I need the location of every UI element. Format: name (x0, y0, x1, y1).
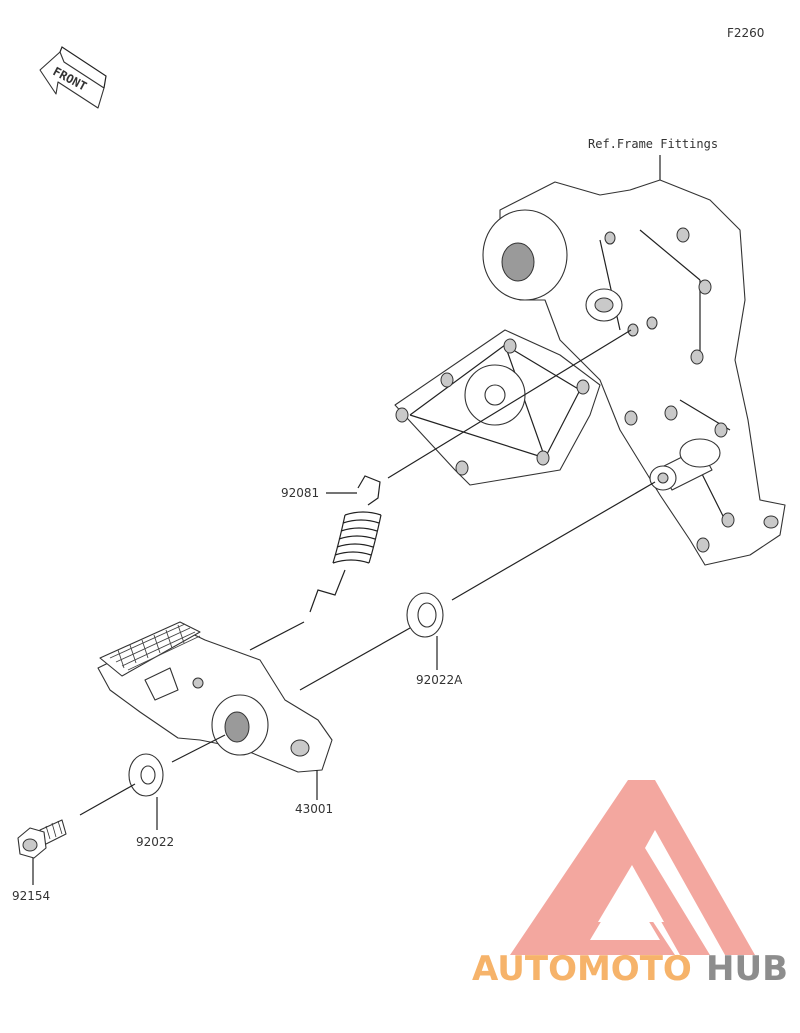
part-label-92022a: 92022A (416, 673, 463, 687)
figure-code: F2260 (727, 26, 764, 40)
automotohub-logo: AUTOMOTO HUB (472, 780, 788, 989)
logo-text-hub: HUB (706, 949, 788, 989)
return-spring (309, 475, 382, 613)
ref-frame-label: Ref.Frame Fittings (588, 137, 718, 151)
bolt-92154 (17, 819, 67, 859)
brake-pedal (97, 621, 333, 773)
pedal-pad-grip (109, 623, 201, 671)
bracket-holes (395, 227, 779, 553)
part-label-92154: 92154 (12, 889, 50, 903)
logo-text-automoto: AUTOMOTO (472, 949, 692, 989)
front-arrow-icon: FRONT (39, 46, 107, 109)
part-label-92022: 92022 (136, 835, 174, 849)
frame-bracket (394, 179, 786, 566)
part-label-43001: 43001 (295, 802, 333, 816)
washer-92022a (406, 592, 444, 638)
alignment-lines (79, 329, 656, 816)
washer-92022 (128, 753, 164, 797)
part-label-92081: 92081 (281, 486, 319, 500)
